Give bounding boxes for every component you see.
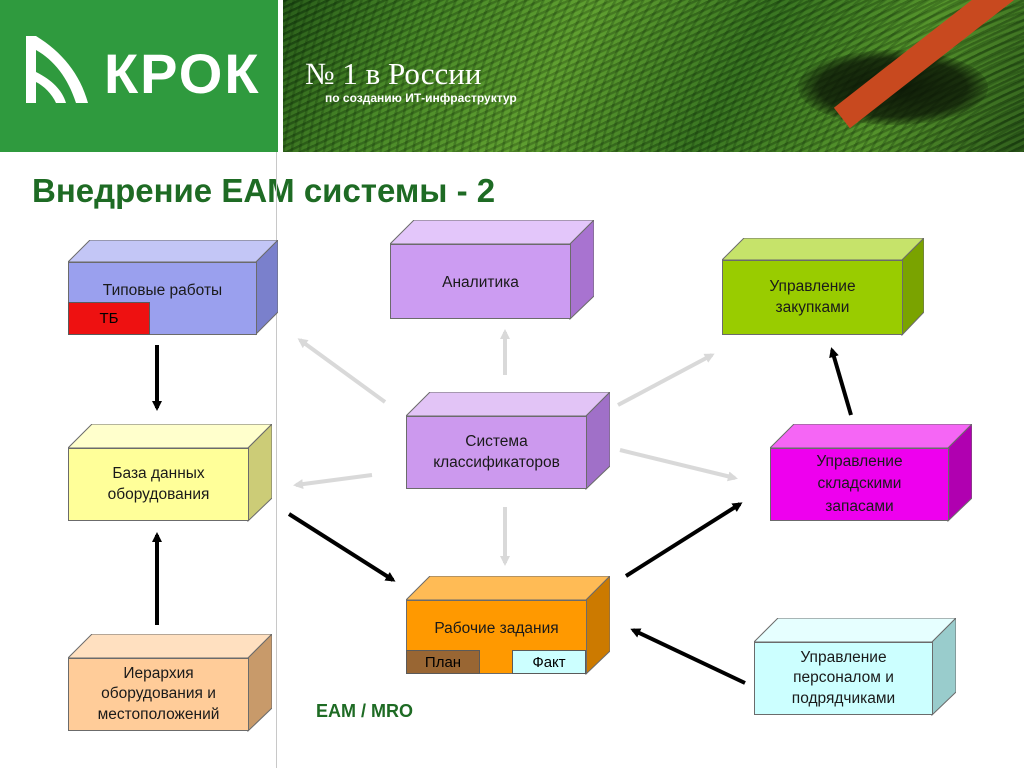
page-title: Внедрение EAM системы - 2 <box>32 172 496 209</box>
procurement-label: Управление закупками <box>769 278 856 316</box>
equipment-db-label: База данных оборудования <box>107 465 210 503</box>
box-typical-works: Типовые работы ТБ <box>68 240 278 336</box>
box-personnel: Управление персоналом и подрядчиками <box>754 618 956 716</box>
inventory-label: Управление складскими запасами <box>816 452 903 515</box>
box-work-orders: Рабочие задания План Факт <box>406 576 610 675</box>
analytics-label: Аналитика <box>442 274 519 291</box>
arrow-personnel-to-work-orders <box>630 628 746 685</box>
arrow-work-orders-to-inventory <box>624 502 743 578</box>
hierarchy-label: Иерархия оборудования и местоположений <box>97 665 220 723</box>
header-banner-image <box>283 0 1024 152</box>
box-analytics: Аналитика <box>390 220 594 320</box>
arrow-inventory-to-procurement <box>829 347 853 416</box>
divider-line <box>276 152 277 768</box>
box-inventory: Управление складскими запасами <box>770 424 972 522</box>
arrow-classifiers-to-typical-works <box>297 338 387 404</box>
arrow-classifiers-to-inventory <box>619 448 738 482</box>
logo-text: КРОК <box>104 42 261 105</box>
personnel-label: Управление персоналом и подрядчиками <box>791 649 896 707</box>
tb-tag: ТБ <box>68 302 150 335</box>
arrow-equipment-db-to-work-orders <box>287 512 396 582</box>
slogan-subline: по созданию ИТ-инфраструктур <box>325 91 517 105</box>
brand-logo-block: КРОК <box>0 0 278 152</box>
kroc-logo-icon <box>26 36 88 103</box>
fact-tag: Факт <box>512 650 586 674</box>
box-procurement: Управление закупками <box>722 238 924 336</box>
arrow-classifiers-to-equipment-db <box>293 473 373 490</box>
box-hierarchy: Иерархия оборудования и местоположений <box>68 634 272 732</box>
classifiers-label: Система классификаторов <box>433 433 560 471</box>
plan-tag: План <box>406 650 480 674</box>
slogan-headline: № 1 в России <box>305 56 482 91</box>
work-orders-label: Рабочие задания <box>434 620 559 637</box>
arrow-classifiers-to-procurement <box>617 353 715 407</box>
typical-works-label: Типовые работы <box>102 282 223 299</box>
box-equipment-db: База данных оборудования <box>68 424 272 522</box>
box-classifiers: Система классификаторов <box>406 392 610 490</box>
eam-mro-caption: EAM / MRO <box>316 701 413 721</box>
